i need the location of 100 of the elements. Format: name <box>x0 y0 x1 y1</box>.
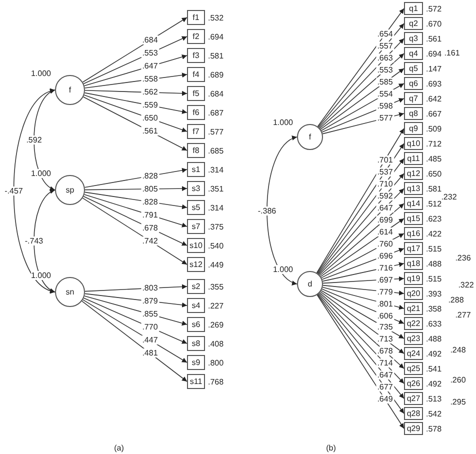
variance-value: 1.000 <box>30 169 51 178</box>
edge-label: .592 <box>25 136 43 144</box>
variable-box <box>404 77 423 90</box>
latent-variable-circle <box>55 277 85 307</box>
arrow <box>319 292 404 369</box>
variable-box <box>404 332 423 345</box>
arrow <box>84 194 188 228</box>
variable-box <box>404 182 423 195</box>
panel-caption: (b) <box>326 444 336 452</box>
edge-label: .678 <box>141 223 159 232</box>
edge-label: .801 <box>376 299 394 308</box>
correlation-value: .236 <box>455 254 471 262</box>
correlation-arrow <box>34 90 56 190</box>
variable-box <box>187 355 205 370</box>
variable-label: s2 <box>192 282 200 291</box>
variable-label: q26 <box>406 379 420 388</box>
variable-label: q5 <box>409 64 418 73</box>
error-variance-value: .515 <box>426 274 442 283</box>
variable-box <box>404 302 423 315</box>
arrow <box>320 203 404 276</box>
error-variance-value: .670 <box>426 19 442 28</box>
edge-label: .803 <box>141 284 159 293</box>
edge-label: .481 <box>141 348 159 358</box>
arrow <box>84 186 188 192</box>
error-variance-value: .540 <box>208 241 224 250</box>
error-variance-value: .578 <box>426 424 442 433</box>
edge-label: .713 <box>376 334 394 344</box>
arrow <box>84 168 188 188</box>
edge-label: .647 <box>141 62 159 71</box>
edge-label: .598 <box>376 102 394 111</box>
variable-box <box>404 47 423 60</box>
error-variance-value: .694 <box>426 49 442 58</box>
variable-box <box>404 407 423 420</box>
correlation-value: .277 <box>455 310 471 320</box>
error-variance-value: .492 <box>426 379 442 388</box>
arrow <box>84 192 188 210</box>
variable-box <box>187 298 205 313</box>
variable-box <box>404 347 423 360</box>
edge-label: -.457 <box>4 186 24 196</box>
arrow <box>84 92 188 114</box>
edge-label: .805 <box>141 184 159 194</box>
edge-label: .697 <box>376 275 394 284</box>
variable-box <box>404 92 423 105</box>
correlation-value: .248 <box>450 346 466 354</box>
variable-label: s7 <box>192 222 200 231</box>
arrow <box>320 218 404 277</box>
arrow <box>82 299 188 363</box>
variable-label: q20 <box>406 289 420 298</box>
variable-box <box>404 317 423 330</box>
variable-box <box>187 200 205 215</box>
variable-box <box>187 317 205 332</box>
variable-label: q27 <box>406 394 420 403</box>
variable-box <box>187 10 205 25</box>
factor-label: sp <box>64 186 76 194</box>
variable-box <box>404 107 423 120</box>
error-variance-value: .712 <box>426 139 442 148</box>
arrow <box>318 293 404 384</box>
variable-box <box>187 48 205 63</box>
edge-label: .663 <box>376 54 394 63</box>
edge-label: .677 <box>376 382 394 392</box>
error-variance-value: .492 <box>426 349 442 358</box>
variance-value: 1.000 <box>30 271 51 280</box>
variable-label: s6 <box>192 320 200 329</box>
error-variance-value: .542 <box>426 409 442 418</box>
edge-label: .678 <box>376 346 394 356</box>
edge-label: .716 <box>376 263 394 272</box>
variable-label: q23 <box>406 334 420 343</box>
error-variance-value: .541 <box>426 364 442 373</box>
variable-box <box>187 86 205 101</box>
error-variance-value: .685 <box>208 146 224 155</box>
variable-label: f4 <box>192 70 200 79</box>
arrow <box>84 284 188 292</box>
variable-label: f7 <box>192 127 200 136</box>
variable-label: s10 <box>190 241 202 250</box>
variable-label: q14 <box>406 199 420 208</box>
edge-label: .828 <box>141 197 159 206</box>
correlation-arrow <box>13 90 56 292</box>
error-variance-value: .314 <box>208 203 224 212</box>
arrow <box>84 296 188 326</box>
edge-label: .561 <box>141 126 159 136</box>
variable-box <box>187 124 205 139</box>
arrow <box>322 112 404 134</box>
variable-box <box>187 162 205 177</box>
variable-label: q15 <box>406 214 420 223</box>
variable-box <box>404 197 423 210</box>
variable-label: q6 <box>409 79 418 88</box>
error-variance-value: .355 <box>208 282 224 291</box>
variable-label: q8 <box>409 109 418 118</box>
arrow <box>322 262 404 282</box>
variable-label: q13 <box>406 184 420 193</box>
error-variance-value: .633 <box>426 319 442 328</box>
variable-label: q3 <box>409 34 418 43</box>
variable-label: q22 <box>406 319 420 328</box>
variable-label: q12 <box>406 169 420 178</box>
correlation-value: .232 <box>441 192 457 202</box>
arrow <box>320 290 404 339</box>
error-variance-value: .509 <box>426 124 442 133</box>
arrow <box>322 288 404 324</box>
variable-box <box>404 227 423 240</box>
error-variance-value: .572 <box>426 4 442 13</box>
